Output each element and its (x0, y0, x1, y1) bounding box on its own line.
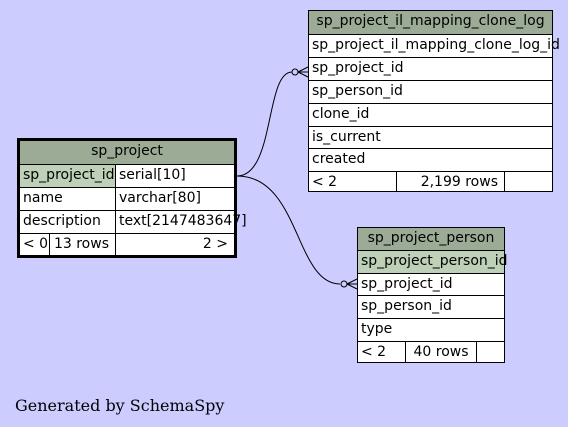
footer-parents[interactable]: < 2 (312, 174, 338, 190)
footer-row-count: 2,199 rows (396, 172, 504, 191)
footer-children[interactable]: 2 > (115, 234, 234, 255)
table-sp-project-person[interactable]: sp_project_person sp_project_person_id s… (357, 227, 508, 363)
column-name[interactable]: sp_project_id (312, 60, 404, 76)
footer-row-count: 40 rows (405, 342, 476, 362)
edge-project-to-clone-log (236, 71, 293, 177)
table-row: sp_project_il_mapping_clone_log_id (309, 34, 560, 57)
footer-children (476, 342, 504, 362)
column-type: varchar[80] (115, 188, 234, 210)
table-header: sp_project (20, 141, 234, 164)
column-name[interactable]: type (361, 321, 393, 337)
optional-circle-clone-log (291, 68, 299, 76)
column-name[interactable]: sp_project_id (20, 165, 115, 187)
edge-project-to-person (236, 175, 341, 285)
table-sp-project-il-mapping-clone-log[interactable]: sp_project_il_mapping_clone_log sp_proje… (308, 10, 560, 192)
column-name[interactable]: created (312, 151, 366, 167)
table-footer: < 0 13 rows 2 > (20, 233, 234, 255)
table-row: sp_person_id (358, 295, 504, 318)
table-row: sp_project_id serial[10] (20, 164, 234, 187)
table-row: name varchar[80] (20, 187, 234, 210)
footer-row-count: 13 rows (49, 234, 115, 255)
table-row: is_current (309, 126, 552, 148)
table-title[interactable]: sp_project (20, 141, 234, 164)
table-title[interactable]: sp_project_il_mapping_clone_log (309, 11, 552, 34)
table-footer: < 2 2,199 rows (309, 171, 552, 191)
column-type: serial[10] (115, 165, 234, 187)
table-row: created (309, 148, 552, 171)
table-row: sp_person_id (309, 80, 552, 103)
column-name[interactable]: sp_project_id (361, 276, 453, 292)
column-name[interactable]: sp_person_id (312, 83, 403, 99)
table-title[interactable]: sp_project_person (358, 228, 504, 250)
crowfoot-person (346, 278, 358, 290)
footer-children (504, 172, 552, 191)
table-footer: < 2 40 rows (358, 341, 504, 362)
table-row: type (358, 318, 504, 341)
crowfoot-clone-log (297, 66, 309, 78)
optional-circle-person (340, 280, 348, 288)
column-name[interactable]: clone_id (312, 106, 370, 122)
footer-parents[interactable]: < 2 (361, 344, 387, 360)
table-row: sp_project_person_id (358, 250, 508, 273)
footer-parents[interactable]: < 0 (23, 236, 49, 252)
column-name[interactable]: sp_person_id (361, 298, 452, 314)
table-row: sp_project_id (309, 57, 552, 80)
column-name[interactable]: description (23, 213, 101, 229)
table-header: sp_project_person (358, 228, 504, 250)
column-name[interactable]: is_current (312, 129, 381, 145)
table-row: description text[2147483647] (20, 210, 247, 233)
table-sp-project[interactable]: sp_project sp_project_id serial[10] name… (17, 138, 247, 258)
column-name[interactable]: name (23, 190, 63, 206)
column-name[interactable]: sp_project_il_mapping_clone_log_id (312, 37, 560, 53)
table-row: sp_project_id (358, 273, 504, 295)
table-header: sp_project_il_mapping_clone_log (309, 11, 552, 34)
generated-by-footer: Generated by SchemaSpy (15, 396, 225, 415)
column-name[interactable]: sp_project_person_id (358, 251, 508, 273)
table-row: clone_id (309, 103, 552, 126)
column-type: text[2147483647] (115, 211, 247, 233)
